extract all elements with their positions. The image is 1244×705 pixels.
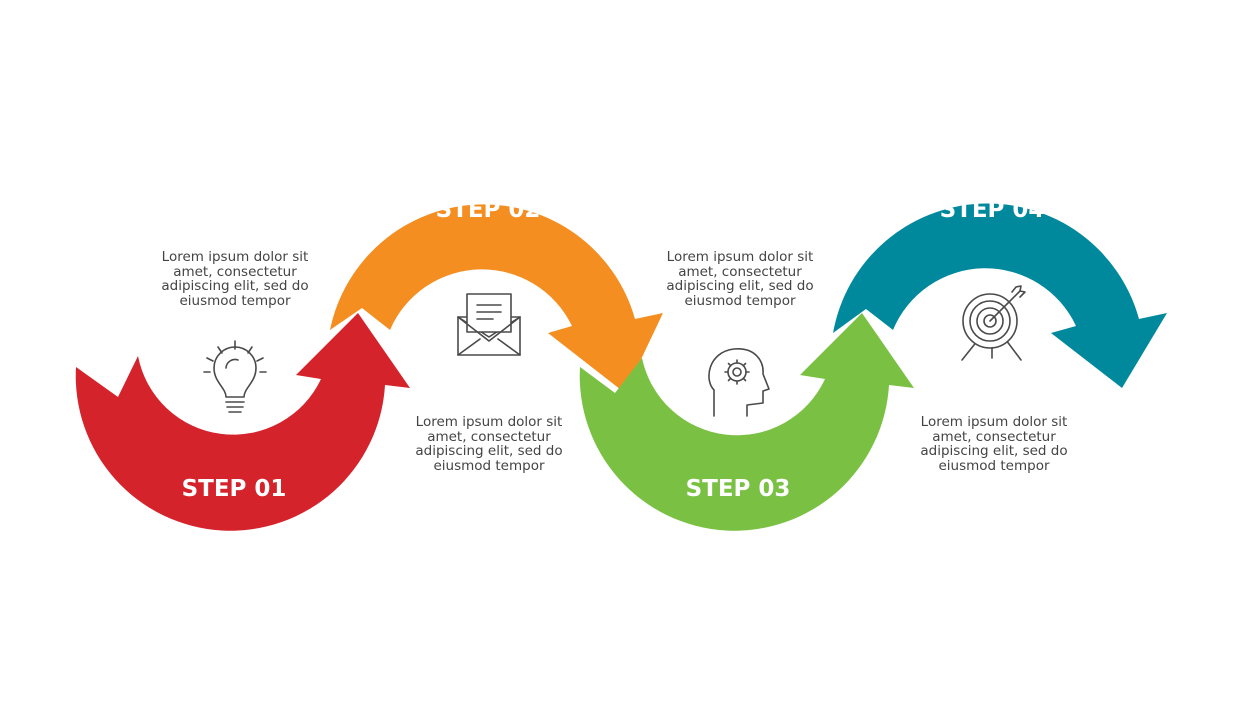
- step-3-description: Lorem ipsum dolor sit amet, consectetur …: [666, 249, 814, 309]
- step-4-arc: [833, 203, 1167, 388]
- step-4-arrow: STEP 04: [833, 197, 1167, 388]
- envelope-icon: [457, 293, 521, 356]
- step-2-arc: [330, 204, 663, 393]
- step-3-arrow: STEP 03: [579, 313, 914, 531]
- step-4-label: STEP 04: [940, 197, 1045, 223]
- step-2-description: Lorem ipsum dolor sit amet, consectetur …: [415, 414, 563, 474]
- step-3-arc: [579, 313, 914, 531]
- step-1-description: Lorem ipsum dolor sit amet, consectetur …: [161, 249, 309, 309]
- step-1-label: STEP 01: [182, 476, 287, 502]
- step-1-arrow: STEP 01: [75, 313, 411, 531]
- lightbulb-icon: [203, 340, 267, 413]
- target-icon: [961, 285, 1026, 361]
- step-2-arrow: STEP 02: [330, 197, 663, 393]
- head-gear-icon: [708, 348, 770, 417]
- step-4-description: Lorem ipsum dolor sit amet, consectetur …: [920, 414, 1068, 474]
- step-1-arc: [75, 313, 411, 531]
- step-3-label: STEP 03: [686, 476, 791, 502]
- step-2-label: STEP 02: [436, 197, 541, 223]
